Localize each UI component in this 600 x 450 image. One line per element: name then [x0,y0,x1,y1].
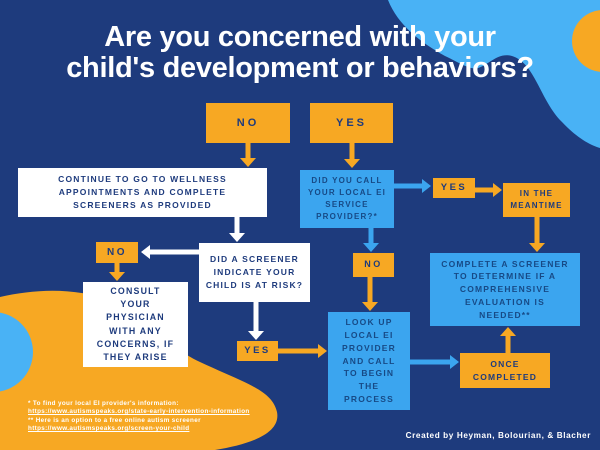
bottom-left-blue-circle [0,312,33,392]
title-line-2: child's development or behaviors? [66,52,534,85]
arrow-continue-down-icon [229,217,245,242]
arrow-meantime-down-icon [529,217,545,252]
title-line-1: Are you concerned with your [104,21,496,53]
arrow-lookup-right-icon [410,355,459,369]
node-in-the-meantime: IN THE MEANTIME [503,183,570,217]
arrow-screener-down-icon [248,302,264,340]
arrow-yesmid-right-icon [475,183,502,197]
node-no-left: NO [96,242,138,263]
footnote-2: ** Here is an option to a free online au… [28,416,201,424]
node-yes-bottom: YES [237,341,278,361]
arrow-yes-top-down-icon [344,143,360,168]
node-yes-mid: YES [433,178,475,198]
arrow-no-top-down-icon [240,143,256,167]
footnote-link-1[interactable]: https://www.autismspeaks.org/state-early… [28,408,250,416]
arrow-yesbottom-right-icon [278,344,327,358]
top-right-blue-blob [388,0,600,148]
arrow-nomid-down-icon [362,277,378,311]
node-look-up-ei: LOOK UP LOCAL EI PROVIDER AND CALL TO BE… [328,312,410,410]
footnote-1: * To find your local EI provider's infor… [28,400,179,407]
credit-text: Created by Heyman, Bolourian, & Blacher [405,431,591,440]
arrow-noleft-down-icon [109,263,125,281]
arrow-call-down-icon [363,228,379,252]
node-continue-wellness: CONTINUE TO GO TO WELLNESS APPOINTMENTS … [18,168,267,217]
node-yes-top: YES [310,103,393,143]
top-right-yellow-circle [572,10,600,72]
footnotes: * To find your local EI provider's infor… [28,400,250,435]
node-did-a-screener: DID A SCREENER INDICATE YOUR CHILD IS AT… [199,243,310,302]
bottom-left-yellow-blob [0,290,278,450]
footnote-link-2[interactable]: https://www.autismspeaks.org/screen-your… [28,425,190,433]
arrow-call-right-icon [394,179,431,193]
node-once-completed: ONCE COMPLETED [460,353,550,388]
arrow-oncecompleted-up-icon [500,327,516,353]
node-no-mid: NO [353,253,394,277]
node-complete-screener: COMPLETE A SCREENER TO DETERMINE IF A CO… [430,253,580,326]
node-no-top: NO [206,103,290,143]
node-consult-physician: CONSULT YOUR PHYSICIAN WITH ANY CONCERNS… [83,282,188,367]
node-did-you-call-ei: DID YOU CALL YOUR LOCAL EI SERVICE PROVI… [300,170,394,228]
page-title: Are you concerned with your child's deve… [0,21,600,85]
arrow-screener-left-icon [141,245,199,259]
